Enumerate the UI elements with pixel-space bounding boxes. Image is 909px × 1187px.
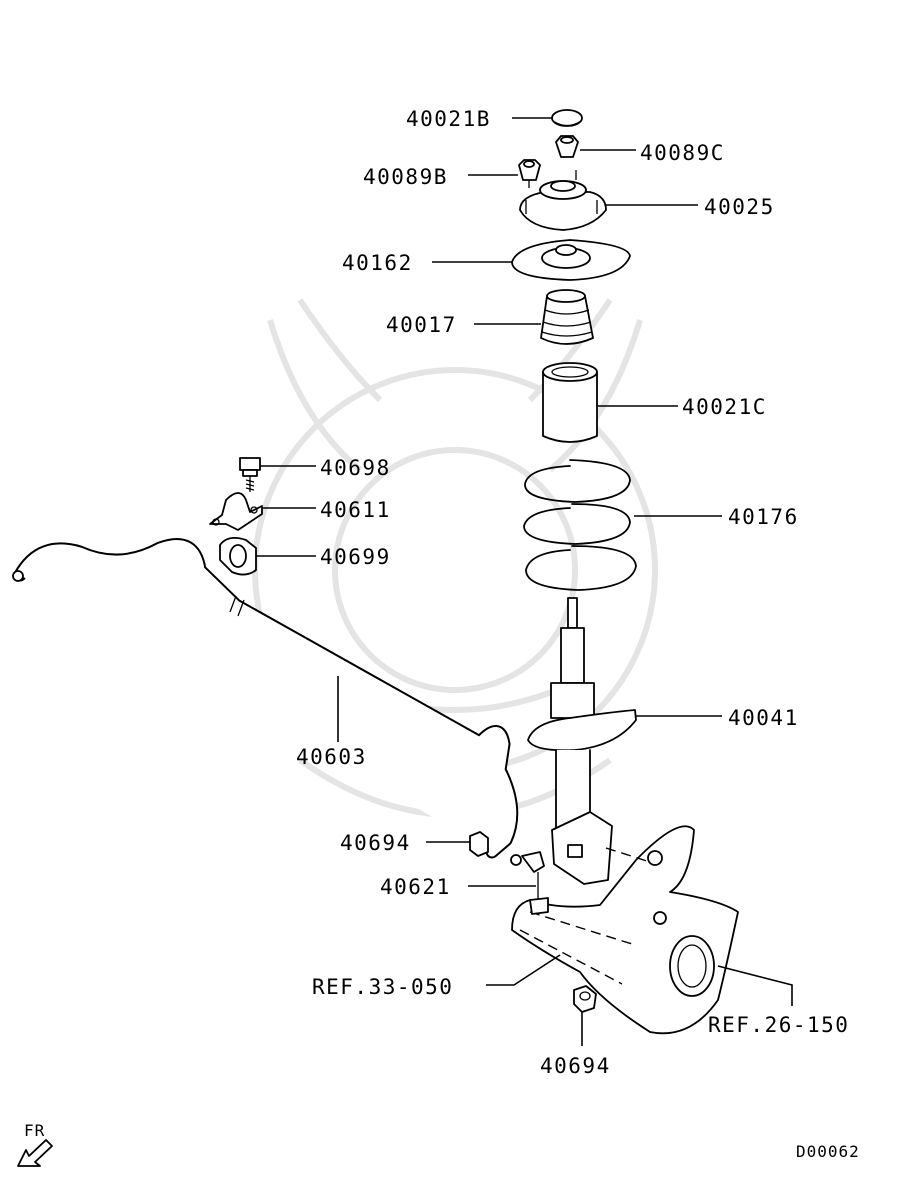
arrow-down-left-icon <box>17 1139 53 1167</box>
part-40621[interactable] <box>510 851 549 915</box>
front-direction-label: FR <box>24 1121 45 1140</box>
label-40611: 40611 <box>320 498 391 522</box>
part-40025[interactable] <box>519 170 607 231</box>
part-40176[interactable] <box>523 459 637 591</box>
label-40698: 40698 <box>320 456 391 480</box>
steering-knuckle <box>511 825 739 1035</box>
leader-lines <box>256 117 793 1046</box>
part-40089B[interactable] <box>518 159 541 188</box>
part-40611[interactable] <box>209 492 263 531</box>
assembly-guide-lines <box>519 847 651 985</box>
part-40021B[interactable] <box>551 109 583 127</box>
label-40176: 40176 <box>728 505 799 529</box>
label-40694-upper: 40694 <box>340 831 411 855</box>
label-40021C: 40021C <box>682 395 767 419</box>
front-direction-indicator: FR <box>17 1121 53 1167</box>
part-40017[interactable] <box>540 289 594 345</box>
label-40621: 40621 <box>380 875 451 899</box>
part-40089C[interactable] <box>555 135 579 158</box>
label-40025: 40025 <box>704 195 775 219</box>
diagram-code: D00062 <box>796 1142 860 1161</box>
part-40694-upper[interactable] <box>469 831 489 857</box>
label-40041: 40041 <box>728 706 799 730</box>
label-40162: 40162 <box>342 251 413 275</box>
part-40162[interactable] <box>511 239 631 281</box>
label-40021B: 40021B <box>406 107 491 131</box>
label-40017: 40017 <box>386 313 457 337</box>
label-40089C: 40089C <box>640 141 725 165</box>
part-40041[interactable] <box>527 597 637 885</box>
part-40603[interactable] <box>12 538 519 859</box>
label-40694-lower: 40694 <box>540 1054 611 1078</box>
label-40089B: 40089B <box>363 165 448 189</box>
part-40699[interactable] <box>219 536 257 576</box>
label-ref-26-150: REF.26-150 <box>708 1013 849 1037</box>
label-40699: 40699 <box>320 545 391 569</box>
part-40694-lower[interactable] <box>573 985 597 1013</box>
part-40698[interactable] <box>239 457 261 492</box>
label-40603: 40603 <box>296 745 367 769</box>
part-40021C[interactable] <box>542 362 598 443</box>
label-ref-33-050: REF.33-050 <box>312 975 453 999</box>
